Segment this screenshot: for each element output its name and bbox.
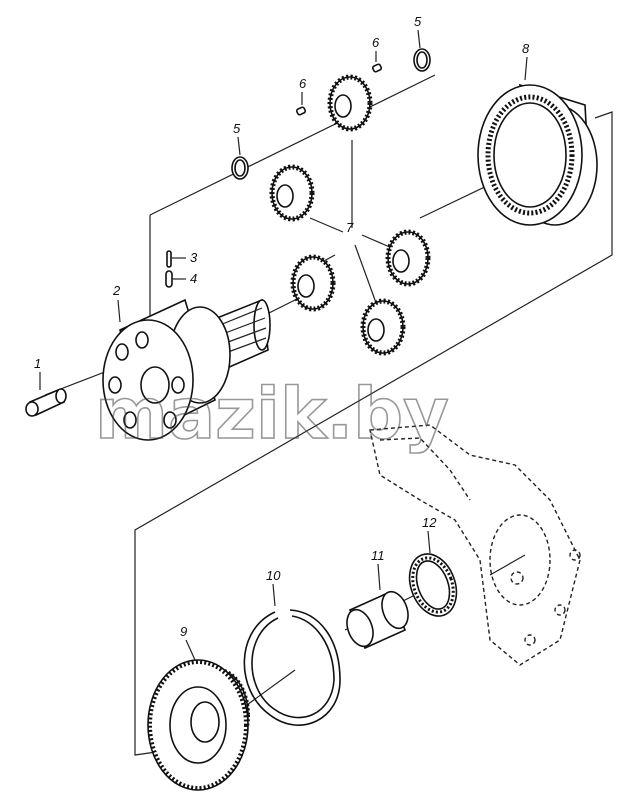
pin-part-4 (165, 270, 173, 288)
callout-label-6a: 6 (299, 76, 307, 91)
pin-part-6b (371, 63, 383, 73)
callout-label-8: 8 (522, 41, 530, 56)
callout-label-9: 9 (180, 624, 187, 639)
callout-label-1: 1 (34, 356, 41, 371)
pin-part-3 (166, 250, 172, 268)
pin-part-6a (295, 106, 307, 116)
retaining-ring-5b (413, 48, 431, 72)
planet-gear-top (327, 74, 373, 132)
planet-gear-left-upper (269, 164, 315, 222)
ring-gear-8 (477, 83, 598, 226)
callout-label-7: 7 (346, 220, 354, 235)
bushing-11 (346, 590, 409, 650)
axle-pin-1 (25, 388, 67, 417)
callout-label-11: 11 (371, 548, 385, 563)
callout-label-2: 2 (112, 283, 121, 298)
callout-label-10: 10 (266, 568, 281, 583)
housing-dashed-outline (369, 424, 581, 666)
callout-label-6b: 6 (372, 35, 380, 50)
watermark-text: mazik.by (95, 373, 449, 455)
callout-label-3: 3 (190, 250, 198, 265)
planet-carrier-2 (102, 298, 271, 441)
callout-label-12: 12 (422, 515, 437, 530)
callout-label-4: 4 (190, 271, 197, 286)
callout-labels: 1 2 3 4 5 5 6 6 7 8 9 10 11 12 (34, 14, 530, 661)
output-gear-9 (147, 659, 250, 791)
friction-ring-12 (408, 553, 458, 617)
planet-gear-bottom (360, 298, 406, 356)
snap-ring-10 (243, 609, 341, 726)
planet-gear-right (385, 229, 431, 287)
callout-label-5b: 5 (414, 14, 422, 29)
callout-label-5a: 5 (233, 121, 241, 136)
planet-gear-left-lower (290, 254, 336, 312)
retaining-ring-5a (231, 156, 249, 180)
